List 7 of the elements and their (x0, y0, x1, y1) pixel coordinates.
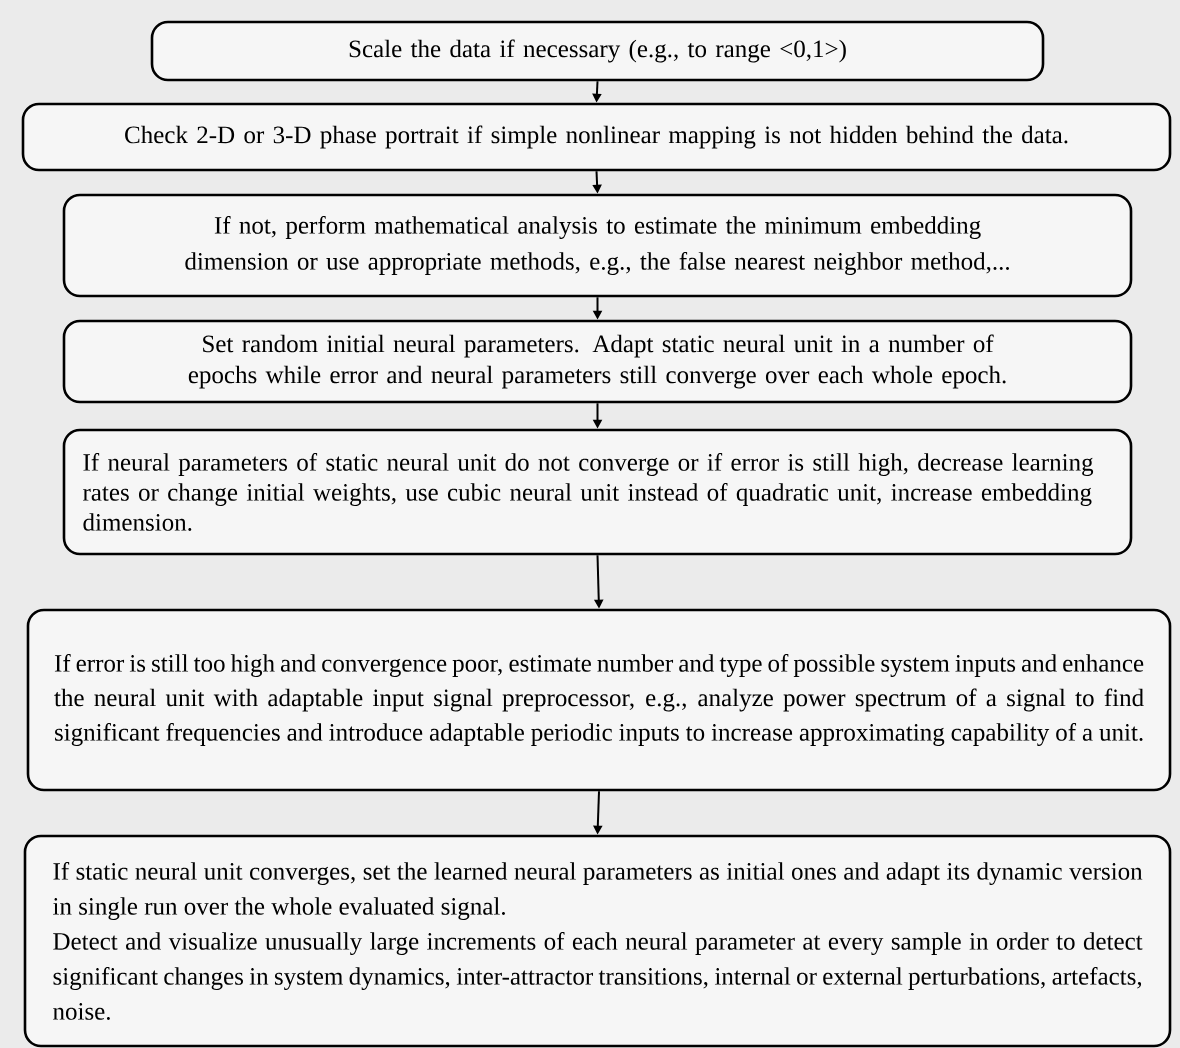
process-box: If neural parameters of static neural unit do not converge or if error is still high, decrease learning rates or change initial weights, use cubic neural unit instead of quadratic unit, increase embedding dimension. (62, 428, 1133, 556)
process-box: If error is still too high and convergence poor, estimate number and type of possible system inputs and enhance the neural unit with adaptable input signal preprocessor, e.g., analyze power spectrum of a signal to find significant frequencies and introduce adaptable periodic inputs to increase approximating capability of a unit. (26, 608, 1172, 792)
process-box: If not, perform mathematical analysis to estimate the minimum embedding dimension or use appropriate methods, e.g., the false nearest neighbor method,... (62, 193, 1133, 298)
process-box: Scale the data if necessary (e.g., to range <0,1>) (150, 20, 1045, 82)
process-box: Set random initial neural parameters. Adapt static neural unit in a number of epochs while error and neural parameters still converge over each whole epoch. (62, 319, 1133, 404)
process-box: If static neural unit converges, set the learned neural parameters as initial ones and adapt its dynamic version in single run over the whole evaluated signal. Detect and visualize unusually large increments of each neural parameter at every sample in order to detect significant changes in system dynamics, inter-attractor transitions, internal or external perturbations, artefacts, noise. (23, 834, 1172, 1048)
process-box: Check 2-D or 3-D phase portrait if simple nonlinear mapping is not hidden behind the data. (21, 102, 1172, 172)
